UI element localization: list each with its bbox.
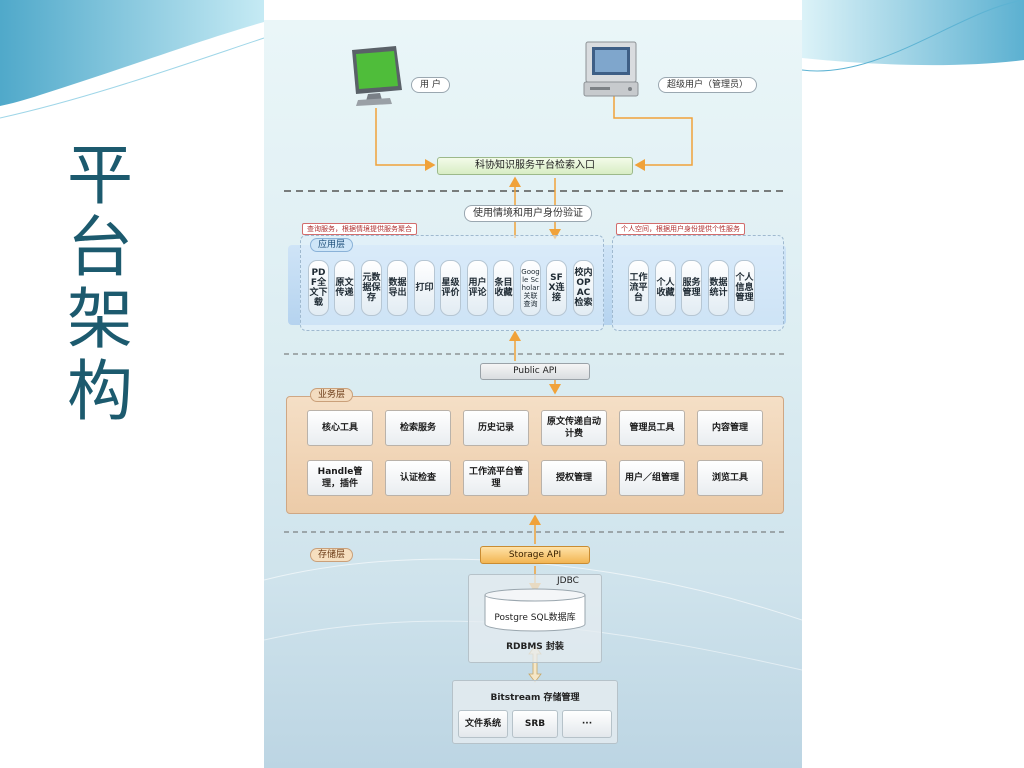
app-item: PDF全文下载 [308,260,329,316]
app-item: 工作流平台 [628,260,649,316]
biz-item: 工作流平台管 理 [463,460,529,496]
page-title: 平 台 架 构 [60,140,140,428]
app-item: 用户评论 [467,260,488,316]
architecture-diagram: 用 户 超级用户（管理员） 科协知识服务平台检索入口 使用情境和用户身份验证 查… [264,20,802,768]
biz-item: 管理员工具 [619,410,685,446]
auth-label: 使用情境和用户身份验证 [464,205,592,222]
biz-item: 浏览工具 [697,460,763,496]
app-item: 元数据保存 [361,260,382,316]
app-item: 数据导出 [387,260,408,316]
storage-api-box: Storage API [480,546,590,564]
jdbc-label: JDBC [557,576,579,586]
biz-item: Handle管理，插件 [307,460,373,496]
user-label: 用 户 [411,77,450,93]
app-item: 服务管理 [681,260,702,316]
app-note-right: 个人空间，根据用户身份提供个性服务 [616,223,745,235]
biz-item: 原文传递自动计费 [541,410,607,446]
biz-item: 认证检查 [385,460,451,496]
database-name: Postgre SQL数据库 [494,613,576,623]
biz-item: 用户／组管理 [619,460,685,496]
biz-item: 核心工具 [307,410,373,446]
page-title-char: 平 [67,137,133,214]
business-layer-label: 业务层 [310,388,354,402]
bitstream-item: ··· [562,710,612,738]
page-title-char: 台 [67,209,133,286]
bitstream-label: Bitstream 存储管理 [490,693,580,703]
biz-item: 检索服务 [385,410,451,446]
app-item: 条目收藏 [493,260,514,316]
user-computer-icon [352,46,402,106]
app-item: 数据统计 [708,260,729,316]
admin-computer-icon [583,41,639,97]
app-item: 校内OPAC检索 [573,260,594,316]
biz-item: 内容管理 [697,410,763,446]
biz-item: 授权管理 [541,460,607,496]
app-item: 个人信息管理 [734,260,755,316]
database-cylinder-icon [484,588,586,632]
page-title-char: 构 [67,353,133,430]
admin-label: 超级用户（管理员） [658,77,758,93]
rdbms-label: RDBMS 封装 [506,642,564,652]
app-layer-label: 应用层 [310,238,354,252]
app-item: 打印 [414,260,435,316]
portal-entry-box: 科协知识服务平台检索入口 [437,157,633,175]
app-note-left: 查询服务，根据情境提供服务聚合 [302,223,417,235]
app-item: SFX连接 [546,260,567,316]
app-item: 个人收藏 [655,260,676,316]
storage-layer-label: 存储层 [310,548,354,562]
public-api-box: Public API [480,363,590,380]
biz-item: 历史记录 [463,410,529,446]
page-title-char: 架 [67,281,133,358]
app-item: 原文传递 [334,260,355,316]
app-item: 星级评价 [440,260,461,316]
bitstream-item: 文件系统 [458,710,508,738]
app-item: Google Scholar关联查询 [520,260,541,316]
bitstream-item: SRB [512,710,558,738]
